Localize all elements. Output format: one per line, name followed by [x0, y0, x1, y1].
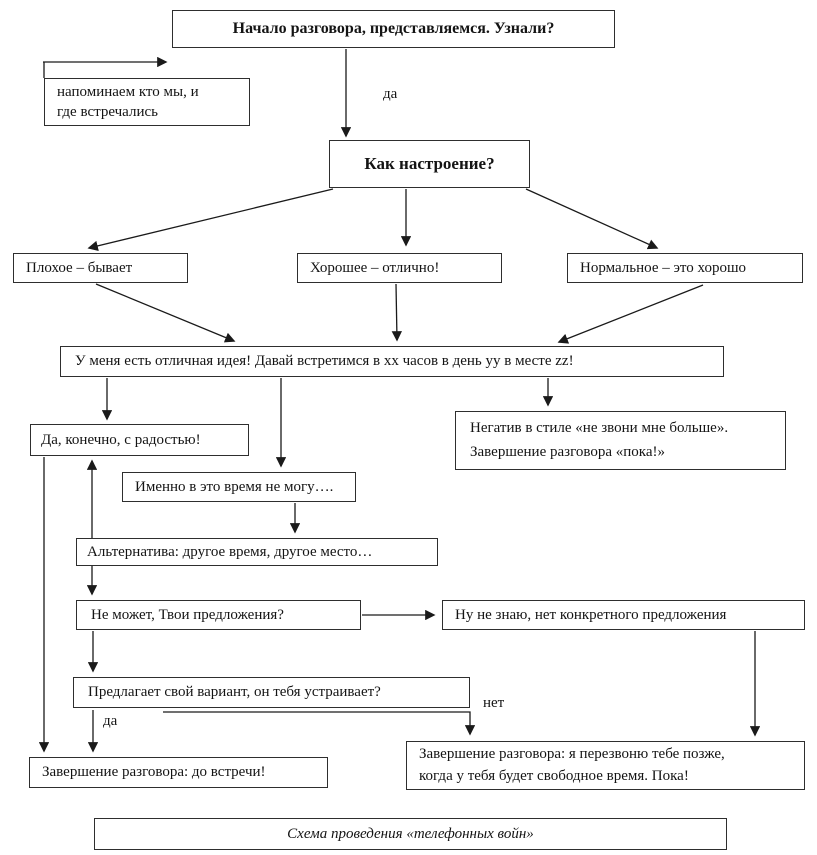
connector-bad-idea: [95, 283, 236, 343]
node-cannot-your-suggestions: Не может, Твои предложения?: [76, 600, 361, 630]
node-start-greeting: Начало разговора, представляемся. Узнали…: [172, 10, 615, 48]
node-mood-good: Хорошее – отлично!: [297, 253, 502, 283]
node-remind-who-we-are: напоминаем кто мы, и где встречались: [44, 78, 250, 126]
node-mood-bad: Плохое – бывает: [13, 253, 188, 283]
connector-mood-bad: [87, 188, 334, 251]
node-mood-normal: Нормальное – это хорошо: [567, 253, 803, 283]
node-alternative-time-place: Альтернатива: другое время, другое место…: [76, 538, 438, 566]
connector-good-idea: [391, 283, 403, 342]
node-no-concrete-suggestion: Ну не знаю, нет конкретного предложения: [442, 600, 805, 630]
node-agree-gladly: Да, конечно, с радостью!: [30, 424, 249, 456]
diagram-caption: Схема проведения «телефонных войн»: [94, 818, 727, 850]
connector-proposes-later-no: [163, 711, 476, 736]
connector-normal-idea: [557, 284, 704, 344]
node-great-idea-proposal: У меня есть отличная идея! Давай встрети…: [60, 346, 724, 377]
node-how-is-mood: Как настроение?: [329, 140, 530, 188]
node-end-call-back-later: Завершение разговора: я перезвоню тебе п…: [406, 741, 805, 790]
edge-label-yes-bottom: да: [103, 713, 118, 729]
node-negative-dont-call: Негатив в стиле «не звони мне больше». З…: [455, 411, 786, 470]
edge-label-no: нет: [483, 695, 505, 711]
edge-label-yes-top: да: [383, 86, 398, 102]
connector-mood-normal: [525, 188, 659, 250]
node-cant-at-that-time: Именно в это время не могу….: [122, 472, 356, 502]
node-proposes-own-option: Предлагает свой вариант, он тебя устраив…: [73, 677, 470, 708]
node-end-see-you: Завершение разговора: до встречи!: [29, 757, 328, 788]
